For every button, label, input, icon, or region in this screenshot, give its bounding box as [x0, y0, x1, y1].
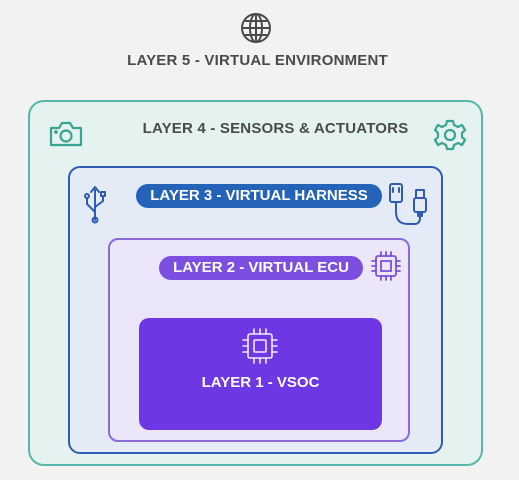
usb-icon — [84, 186, 106, 224]
layer-3-virtual-harness: LAYER 3 - VIRTUAL HARNESS LAYER 2 - VIRT… — [68, 166, 443, 454]
chip-icon — [242, 328, 278, 364]
layer-4-title: LAYER 4 - SENSORS & ACTUATORS — [142, 120, 409, 137]
chip-icon — [371, 251, 401, 281]
layer-2-virtual-ecu: LAYER 2 - VIRTUAL ECU LAYER 1 - VSOC — [108, 238, 410, 442]
layer-1-vsoc: LAYER 1 - VSOC — [139, 318, 382, 430]
layer-5-title: LAYER 5 - VIRTUAL ENVIRONMENT — [127, 52, 388, 69]
layer-4-sensors-actuators: LAYER 4 - SENSORS & ACTUATORS LAYE — [28, 100, 483, 466]
layer-2-title: LAYER 2 - VIRTUAL ECU — [159, 256, 363, 280]
layer-1-title: LAYER 1 - VSOC — [201, 374, 320, 391]
cable-icon — [389, 183, 427, 225]
camera-icon — [49, 121, 83, 147]
layer-3-title: LAYER 3 - VIRTUAL HARNESS — [136, 184, 382, 208]
globe-icon — [241, 13, 271, 43]
gear-icon — [433, 119, 467, 151]
